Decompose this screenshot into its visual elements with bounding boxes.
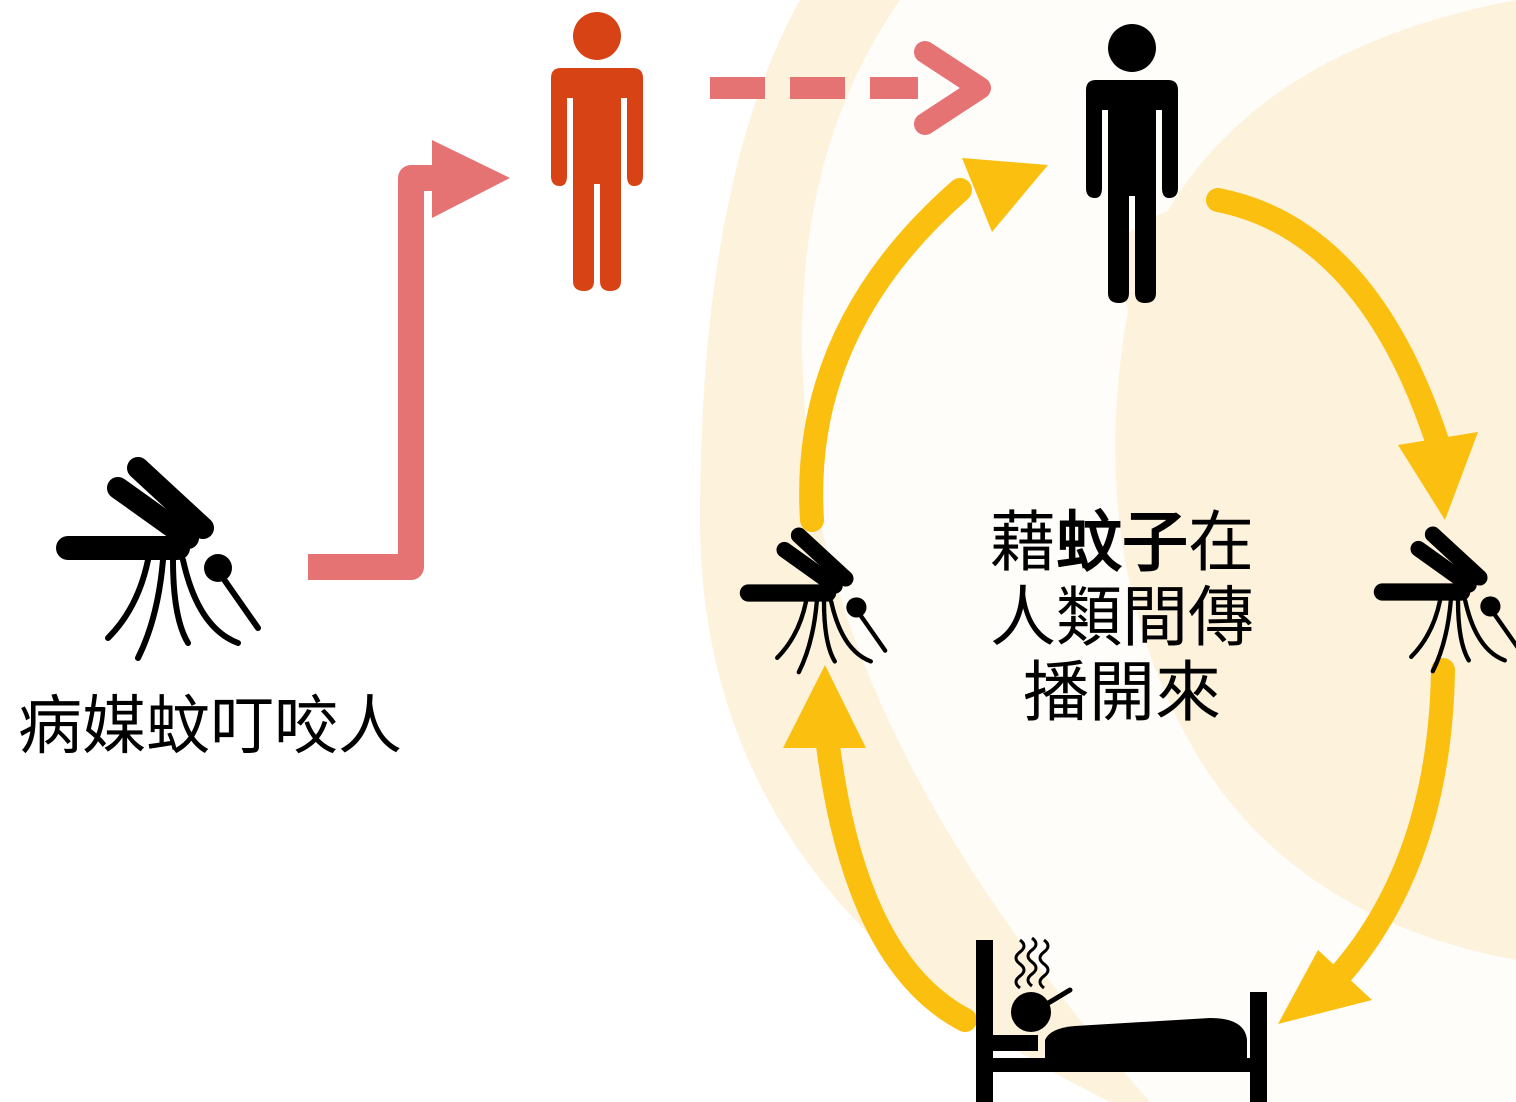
cycle-caption-line2: 人類間傳 <box>990 579 1254 657</box>
sick-person-in-bed-icon <box>976 936 1267 1102</box>
person-icon <box>551 12 643 291</box>
cycle-arrowheads <box>783 158 1478 1024</box>
cycle-caption-part1: 藉 <box>990 504 1056 581</box>
cycle-caption-line3: 播開來 <box>1023 654 1221 732</box>
background-glow <box>700 0 1516 1102</box>
cycle-caption-part3: 在 <box>1188 504 1254 581</box>
cycle-caption: 藉蚊子在 人類間傳 播開來 <box>962 505 1282 731</box>
cycle-caption-mosquito: 蚊子 <box>1056 504 1188 581</box>
infection-path-arrow <box>308 140 510 580</box>
cycle-arrows <box>799 178 1455 1032</box>
cycle-caption-line1: 藉蚊子在 <box>962 505 1282 580</box>
transmission-dashed-arrow <box>710 41 991 135</box>
vector-bite-label: 病媒蚊叮咬人 <box>18 690 402 764</box>
mosquito-icon <box>68 468 258 658</box>
